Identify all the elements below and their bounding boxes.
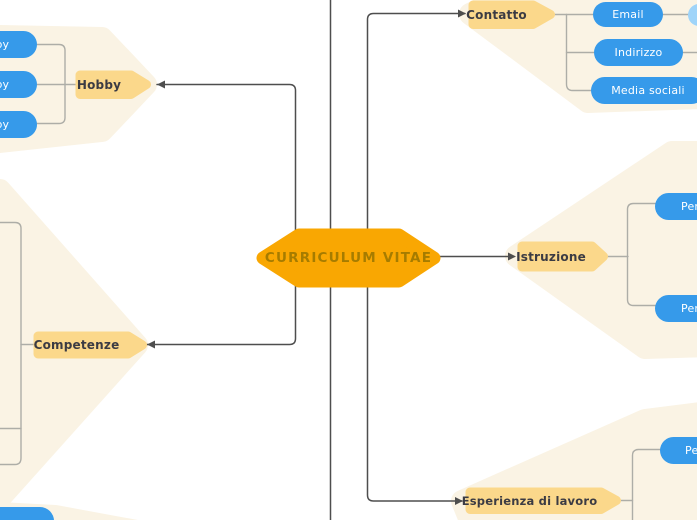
pill-hobby-child-1[interactable]: Hobby <box>0 31 37 58</box>
pill-bottom-left-partial[interactable] <box>0 507 54 520</box>
pill-istruzione-child-2[interactable]: Peri <box>655 294 697 322</box>
connector-central-left-bracket <box>146 83 297 346</box>
node-competenze[interactable]: Competenze <box>33 338 120 352</box>
arrowhead-hobby <box>157 80 165 89</box>
node-hobby[interactable]: Hobby <box>76 77 122 92</box>
node-istruzione[interactable]: Istruzione <box>516 249 586 264</box>
pill-esperienza-child-1[interactable]: Pe <box>660 436 697 464</box>
boundary-blob-hobby <box>0 25 157 153</box>
pill-email-child-partial[interactable] <box>688 3 697 26</box>
pill-hobby-child-3[interactable]: Hobby <box>0 110 37 138</box>
node-shape-istruzione <box>517 241 608 272</box>
connector-contatto-children-bus <box>565 13 593 92</box>
node-contatto[interactable]: Contatto <box>466 7 527 22</box>
node-shape-central <box>256 228 441 288</box>
node-shape-competenze <box>33 331 147 359</box>
pill-hobby-child-2[interactable]: Hobby <box>0 71 37 98</box>
connector-istruzione-child-top <box>626 202 657 258</box>
node-central-curriculum-vitae[interactable]: CURRICULUM VITAE <box>264 250 433 266</box>
node-shape-esperienza <box>465 487 621 514</box>
connector-istruzione-child-bottom <box>626 255 657 307</box>
arrowhead-contatto <box>458 9 466 18</box>
arrowhead-competenze <box>147 340 155 349</box>
pill-email[interactable]: Email <box>593 1 663 27</box>
node-shape-hobby <box>75 70 151 99</box>
arrowhead-esperienza <box>455 497 463 505</box>
boundary-blob-istruzione <box>505 141 697 359</box>
pill-media-sociali[interactable]: Media sociali <box>591 77 697 104</box>
pill-indirizzo[interactable]: Indirizzo <box>594 38 683 66</box>
arrowhead-istruzione <box>508 252 516 261</box>
node-esperienza-di-lavoro[interactable]: Esperienza di lavoro <box>461 493 598 508</box>
node-shape-contatto <box>468 0 555 29</box>
pill-istruzione-child-1[interactable]: Peri <box>655 193 697 220</box>
connector-competenze-children-bus <box>0 221 22 466</box>
connector-esperienza-child-top <box>631 448 662 502</box>
